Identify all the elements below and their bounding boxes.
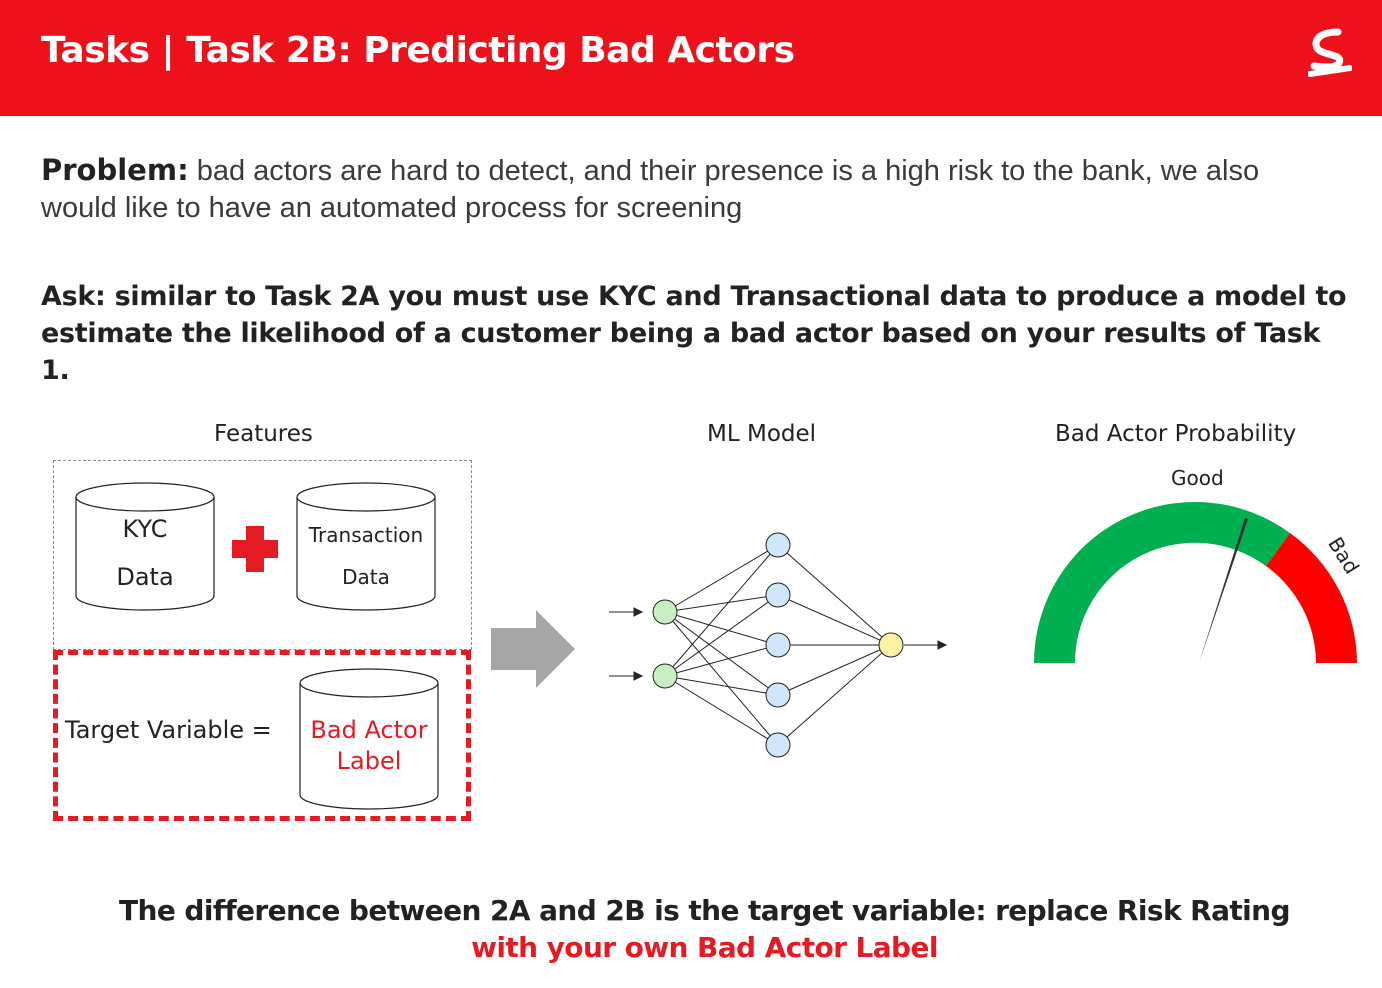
gauge-needle [1199, 518, 1248, 663]
ml-model-title: ML Model [707, 421, 817, 447]
kyc-label-line2: Data [116, 563, 174, 591]
header-bar: Tasks | Task 2B: Predicting Bad Actors [0, 0, 1382, 116]
transaction-label-line2: Data [342, 565, 390, 589]
scotiabank-s-logo-icon [1308, 28, 1352, 77]
bad-actor-database-icon [299, 668, 439, 810]
gauge-good-segment [1034, 501, 1290, 663]
gauge-good-label: Good [1171, 466, 1224, 490]
plus-icon [232, 526, 278, 572]
transaction-database-icon [296, 482, 436, 611]
kyc-label-line1: KYC [122, 515, 168, 543]
page-title: Tasks | Task 2B: Predicting Bad Actors [41, 30, 795, 71]
problem-statement: Problem: bad actors are hard to detect, … [41, 152, 1341, 227]
gauge-bad-segment [1266, 533, 1357, 663]
bad-actor-label-line1: Bad Actor [310, 716, 428, 744]
probability-title: Bad Actor Probability [1055, 421, 1297, 447]
footer-note-line1: The difference between 2A and 2B is the … [119, 894, 1291, 927]
bad-actor-label-line2: Label [336, 747, 402, 775]
neural-network-icon [609, 532, 948, 758]
ask-statement: Ask: similar to Task 2A you must use KYC… [41, 278, 1351, 389]
ask-text: similar to Task 2A you must use KYC and … [41, 281, 1347, 386]
transaction-label-line1: Transaction [308, 523, 424, 547]
probability-gauge [1034, 501, 1357, 663]
target-variable-label: Target Variable = [65, 716, 272, 744]
features-title: Features [214, 421, 313, 447]
problem-text: bad actors are hard to detect, and their… [41, 155, 1260, 224]
target-variable-box [53, 650, 471, 821]
problem-label: Problem: [41, 153, 189, 187]
kyc-database-icon [75, 482, 215, 611]
ask-label: Ask: [41, 281, 106, 312]
footer-note-line2: with your own Bad Actor Label [471, 931, 938, 964]
features-box [53, 460, 472, 650]
right-arrow-icon [491, 610, 575, 688]
